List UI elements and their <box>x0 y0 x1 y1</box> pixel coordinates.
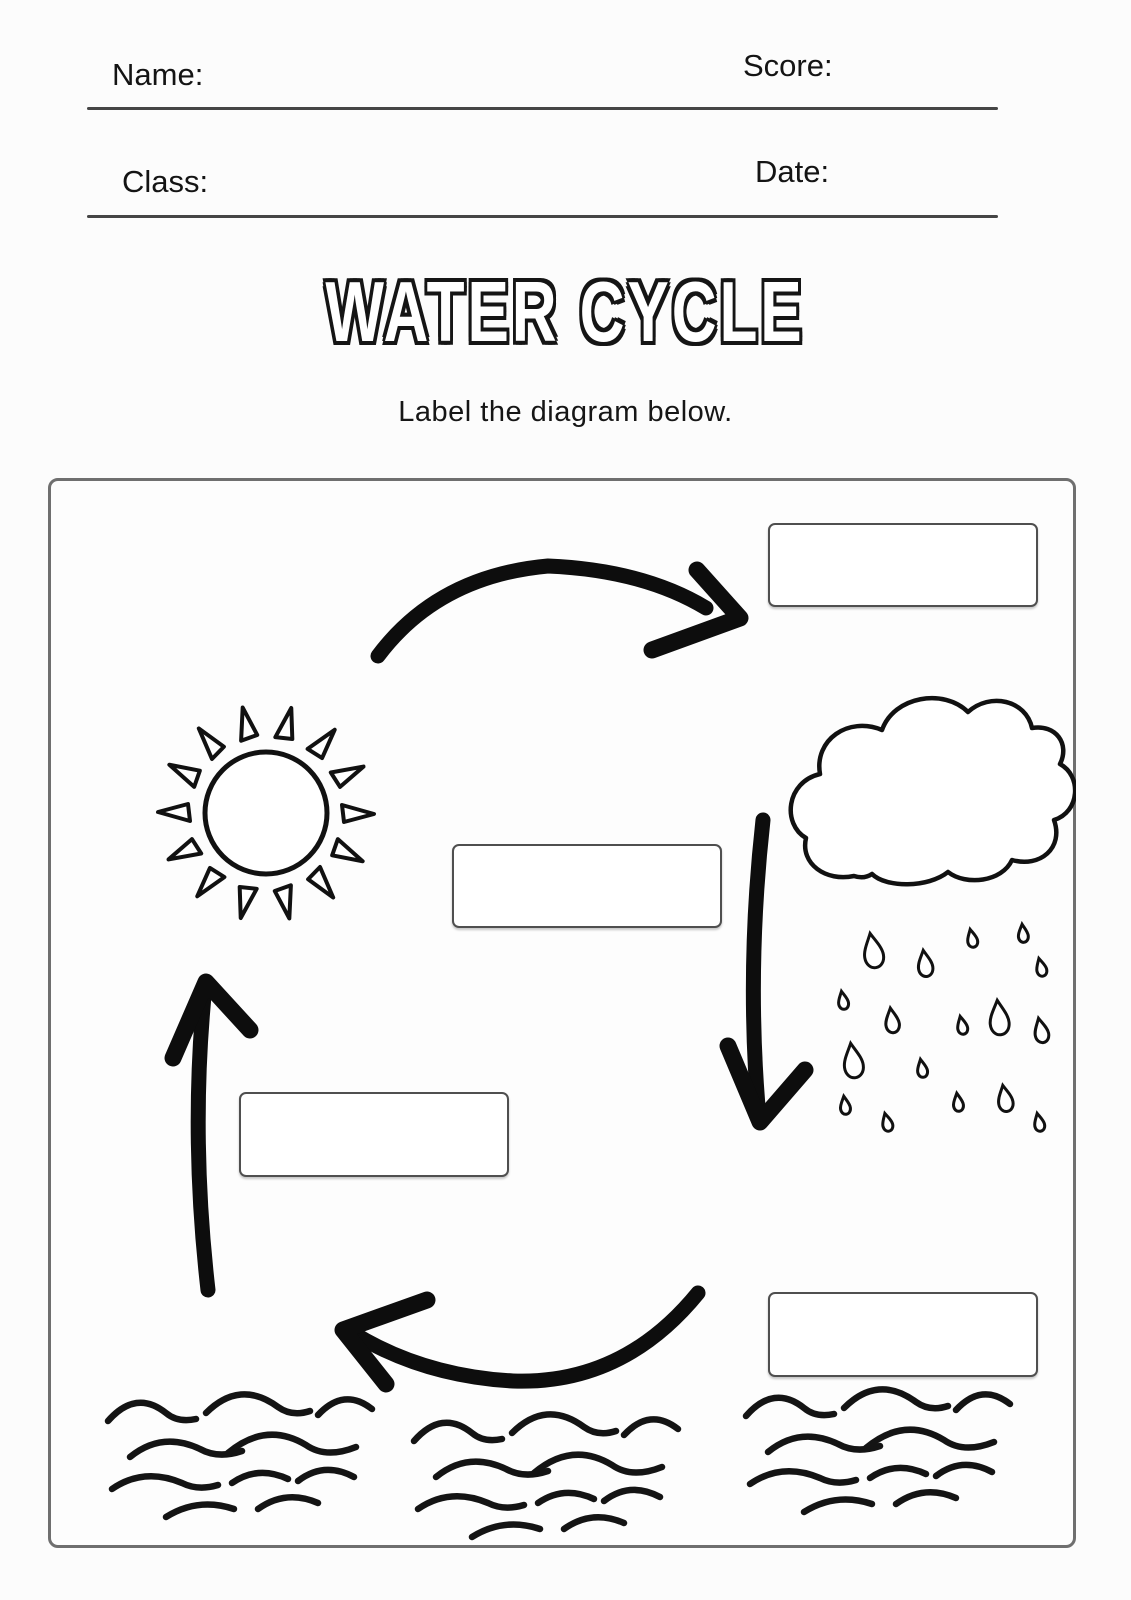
sun-icon <box>156 703 376 923</box>
name-write-line[interactable] <box>87 107 998 110</box>
page-title: WATER CYCLE <box>325 263 806 360</box>
water-cycle-diagram <box>48 558 1076 1548</box>
curved-arrow-left-icon <box>334 1285 706 1393</box>
label-box-top-right[interactable] <box>768 523 1038 607</box>
date-label: Date: <box>755 154 830 189</box>
curved-arrow-right-icon <box>370 558 749 664</box>
page-subtitle: Label the diagram below. <box>398 396 733 428</box>
label-box-middle[interactable] <box>452 844 722 928</box>
curved-arrow-up-icon <box>164 973 259 1298</box>
page-title-wrap: WATER CYCLE <box>0 262 1131 359</box>
name-label: Name: <box>112 57 204 92</box>
score-label: Score: <box>743 48 833 83</box>
class-label: Class: <box>122 164 209 199</box>
label-box-middle-left[interactable] <box>239 1092 509 1177</box>
curved-arrow-down-icon <box>719 812 814 1131</box>
raindrops-icon <box>835 922 1052 1134</box>
label-box-bottom-right[interactable] <box>768 1292 1038 1377</box>
rain-cloud-icon <box>788 695 1076 887</box>
class-write-line[interactable] <box>87 215 998 218</box>
water-waves-icon <box>108 1389 1010 1537</box>
